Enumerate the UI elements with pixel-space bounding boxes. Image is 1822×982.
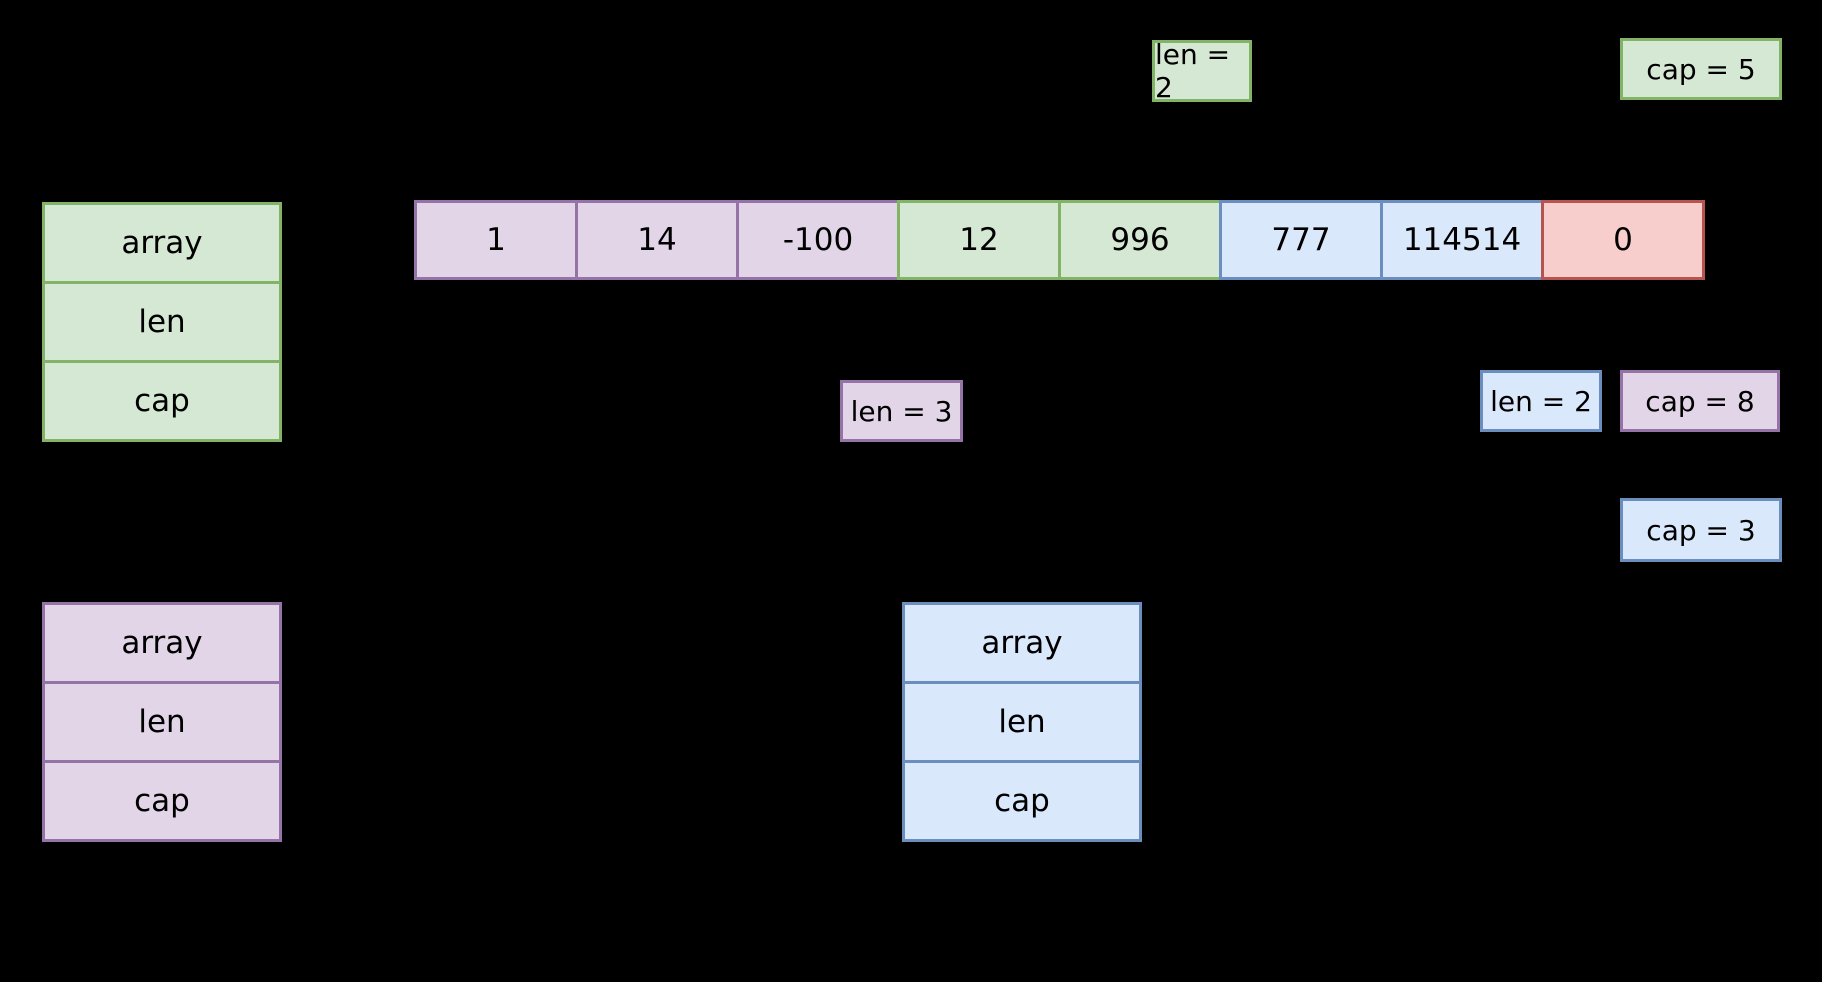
struct-field-cap: cap xyxy=(902,760,1142,842)
cap-value-badge: cap = 3 xyxy=(1620,498,1782,562)
struct-field-array: array xyxy=(902,602,1142,684)
array-cell-3: 12 xyxy=(897,200,1061,280)
struct-field-len: len xyxy=(42,681,282,763)
struct-field-len: len xyxy=(42,281,282,363)
slice-struct-purple: array len cap xyxy=(42,602,282,842)
slice-struct-blue: array len cap xyxy=(902,602,1142,842)
len-value-badge: len = 2 xyxy=(1152,38,1252,104)
slice-struct-green: array len cap xyxy=(42,202,282,442)
array-cell-7: 0 xyxy=(1541,200,1705,280)
array-cell-1: 14 xyxy=(575,200,739,280)
array-cell-4: 996 xyxy=(1058,200,1222,280)
struct-field-array: array xyxy=(42,602,282,684)
cap-value-badge: cap = 8 xyxy=(1620,370,1780,432)
struct-field-cap: cap xyxy=(42,760,282,842)
struct-field-cap: cap xyxy=(42,360,282,442)
backing-array: 1 14 -100 12 996 777 114514 0 xyxy=(414,200,1705,280)
len-value-badge: len = 2 xyxy=(1480,370,1602,432)
len-value-badge: len = 3 xyxy=(840,380,963,442)
struct-field-len: len xyxy=(902,681,1142,763)
array-cell-2: -100 xyxy=(736,200,900,280)
array-cell-0: 1 xyxy=(414,200,578,280)
array-cell-6: 114514 xyxy=(1380,200,1544,280)
cap-value-badge: cap = 5 xyxy=(1620,38,1782,100)
array-cell-5: 777 xyxy=(1219,200,1383,280)
struct-field-array: array xyxy=(42,202,282,284)
